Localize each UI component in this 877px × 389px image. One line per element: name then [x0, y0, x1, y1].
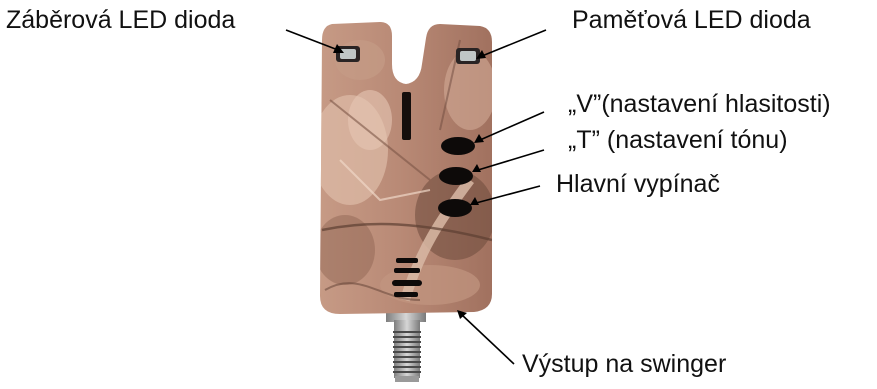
- arrow-swinger-output: [457, 310, 514, 364]
- swinger-connector: [386, 310, 426, 382]
- main-switch-button: [438, 199, 472, 217]
- label-volume: „V”(nastavení hlasitosti): [568, 92, 831, 117]
- label-swinger-output: Výstup na swinger: [522, 352, 726, 377]
- label-main-switch: Hlavní vypínač: [556, 172, 720, 197]
- tone-button: [439, 167, 473, 185]
- label-memory-led: Paměťová LED dioda: [572, 8, 811, 33]
- rod-slot: [402, 92, 411, 140]
- memory-led: [456, 48, 480, 64]
- volume-button: [441, 137, 475, 155]
- label-tone: „T” (nastavení tónu): [568, 128, 788, 153]
- label-strike-led: Záběrová LED dioda: [6, 8, 235, 33]
